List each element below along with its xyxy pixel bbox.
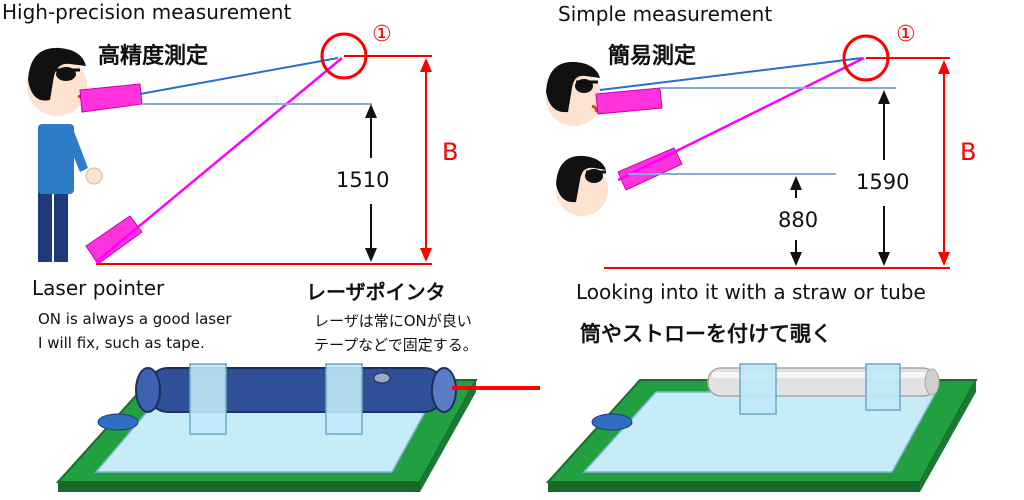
right-section-jp: 筒やストローを付けて覗く	[580, 322, 832, 346]
dimension-880	[790, 176, 802, 266]
left-section-en: Laser pointer	[32, 276, 165, 300]
head-upper	[546, 61, 602, 126]
tape-straps-right	[739, 363, 901, 415]
right-height-high: 1590	[856, 170, 910, 194]
left-section-jp: レーザポインタ	[306, 280, 446, 304]
right-marker: ①	[896, 22, 916, 47]
left-note-en-1: ON is always a good laser	[38, 310, 232, 328]
right-title-en: Simple measurement	[558, 2, 773, 26]
right-section-en: Looking into it with a straw or tube	[576, 280, 926, 304]
right-title-jp: 簡易測定	[608, 44, 697, 69]
left-distance-label: B	[442, 138, 459, 166]
person-standing	[27, 47, 103, 262]
head-lower	[556, 155, 608, 216]
left-height-value: 1510	[336, 168, 390, 192]
laser-pointer-on-floor	[85, 215, 143, 265]
laser-pointer-at-eye	[79, 83, 143, 113]
dimension-1510	[365, 104, 377, 262]
sight-line-blue-right	[599, 57, 863, 91]
left-note-en-2: I will fix, such as tape.	[38, 334, 205, 352]
left-title-en: High-precision measurement	[2, 0, 292, 24]
sight-line-blue	[139, 57, 339, 95]
left-marker: ①	[372, 22, 392, 47]
tube-upper	[595, 87, 663, 115]
target-circle-left	[320, 32, 368, 80]
left-title-jp: 高精度測定	[98, 44, 209, 69]
right-height-low: 880	[778, 208, 819, 232]
left-note-jp-1: レーザは常にONが良い	[314, 312, 472, 330]
tape-straps-left	[189, 363, 363, 435]
target-circle-right	[842, 34, 890, 82]
right-distance-label: B	[960, 138, 977, 166]
tube-lower	[617, 147, 683, 191]
laser-beam-magenta	[95, 57, 343, 263]
left-note-jp-2: テープなどで固定する。	[314, 336, 478, 354]
dimension-1590	[878, 90, 890, 266]
laser-beam-magenta-right	[617, 56, 865, 182]
